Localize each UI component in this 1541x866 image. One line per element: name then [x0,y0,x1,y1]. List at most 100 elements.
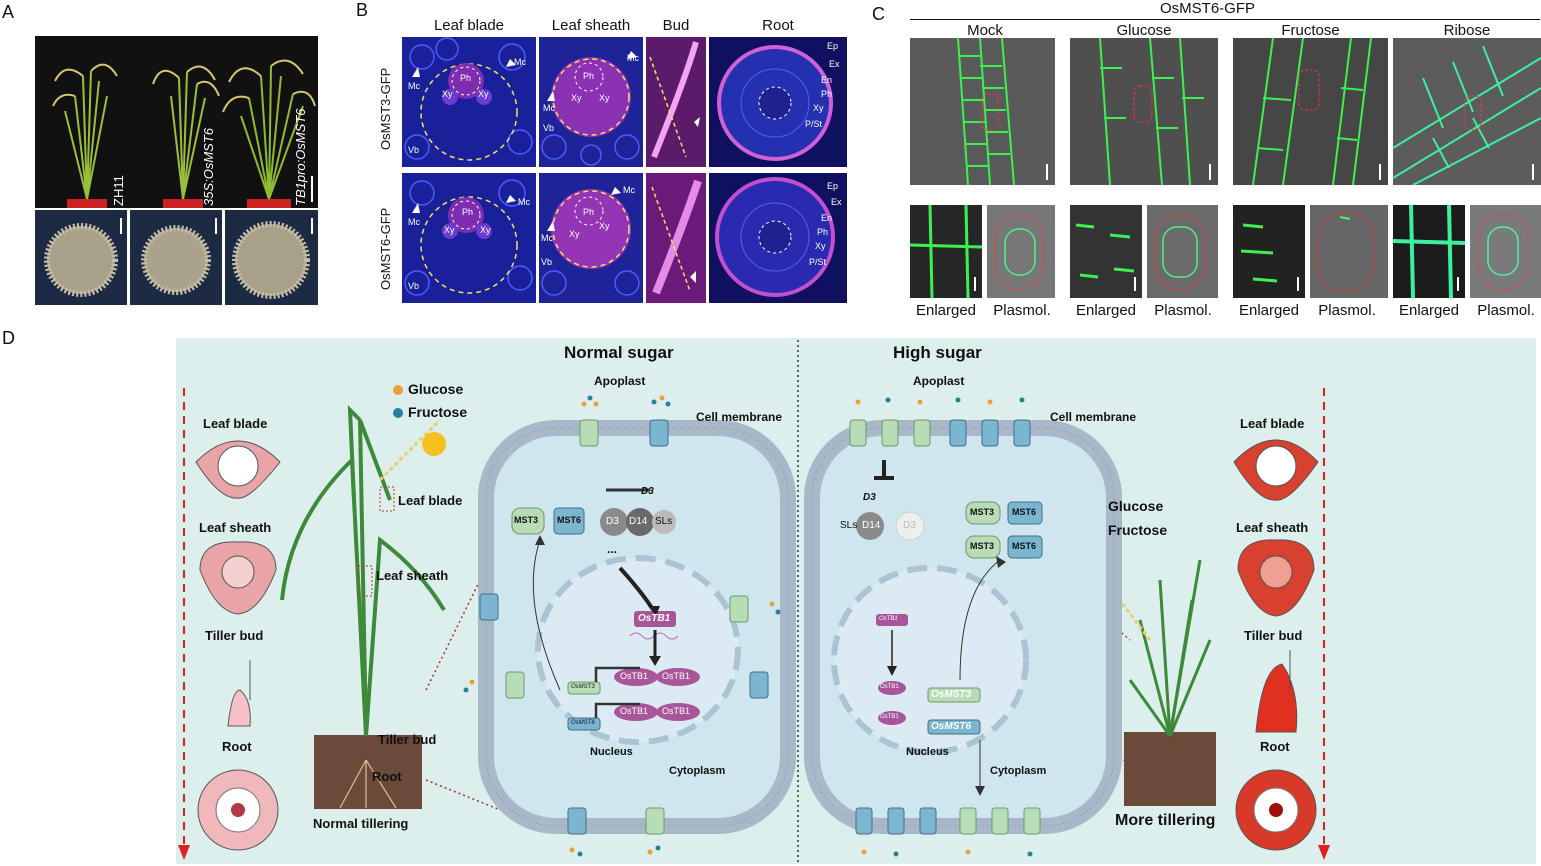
enlarged-glucose [1070,205,1142,298]
label-vb: Vb [408,145,420,155]
panel-b-label: B [356,0,369,20]
enlarged-mock [910,205,982,298]
label-xy: Xy [571,93,582,103]
label-mc: Mc [408,81,420,91]
gfp-image-glucose [1070,38,1218,185]
label-vb: Vb [541,257,553,267]
high-plant-illustration [1099,559,1216,806]
gfp-image-fructose [1233,38,1388,185]
sugar-molecules [463,395,1033,857]
normal-apoplast-label: Apoplast [594,374,646,388]
label-ph: Ph [583,207,595,217]
normal-d3-gene-label: D3 [641,486,654,497]
sublabel-plasmol: Plasmol. [1477,302,1535,319]
label-pst: P/St [809,257,827,267]
normal-d14-label: D14 [629,516,648,527]
normal-d3-protein-label: D3 [606,516,619,527]
high-osmst3-gene-label: OsMST3 [931,689,972,700]
high-sugar-cell [804,419,1122,835]
high-mst6-label: MST6 [1012,541,1037,551]
panel-d-label: D [2,328,15,348]
column-bud: Bud [662,17,690,34]
column-leaf-blade: Leaf blade [433,17,505,34]
label-xy: Xy [599,93,610,103]
sublabel-plasmol: Plasmol. [1318,302,1376,319]
right-leaf-sheath-label: Leaf sheath [1236,520,1309,535]
high-mst3-label: MST3 [970,541,995,551]
micrograph-osmst3-root: Ep Ex En Ph Xy P/St [709,37,847,167]
label-vb: Vb [543,123,555,133]
high-cell-membrane-label: Cell membrane [1050,410,1137,424]
column-leaf-sheath: Leaf sheath [551,17,631,34]
label-mc: Mc [623,185,635,195]
label-ex: Ex [831,197,842,207]
sublabel-enlarged: Enlarged [1398,302,1460,319]
panel-c-title-rule [910,19,1540,20]
normal-plant-illustration [280,404,446,809]
high-d14-label: D14 [862,520,881,531]
micrograph-osmst3-leaf-blade: Ph Xy Xy Mc Mc Vb [402,37,536,167]
normal-tiller-bud-icon [227,660,251,727]
panel-a-plant-photo: ZH11 35S:OsMST6 TB1pro:OsMST6 [35,36,318,208]
label-mc: Mc [627,53,639,63]
sublabel-enlarged: Enlarged [1238,302,1300,319]
column-root: Root [762,17,794,34]
left-tiller-bud-label: Tiller bud [205,628,264,643]
gfp-image-ribose [1393,38,1541,185]
micrograph-osmst3-bud [646,37,706,167]
legend-glucose-right: Glucose [1108,498,1164,514]
more-tillering-label: More tillering [1115,812,1216,829]
plasmol-mock [987,205,1055,298]
normal-ostb1-protein-label: OsTB1 [662,706,691,716]
sublabel-enlarged: Enlarged [915,302,977,319]
enlarged-ribose [1393,205,1465,298]
label-xy: Xy [815,241,826,251]
plant-root-label: Root [372,769,402,784]
label-ph: Ph [462,207,474,217]
condition-fructose: Fructose [1281,22,1340,39]
label-ph: Ph [821,89,833,99]
normal-sugar-title: Normal sugar [564,343,674,362]
high-mst3-label: MST3 [970,507,995,517]
seed-photo-tb1pro-osmst6 [225,210,318,305]
micrograph-osmst6-leaf-blade: Ph Xy Xy Mc Mc Vb [402,173,536,303]
condition-mock: Mock [967,22,1003,39]
right-leaf-blade-label: Leaf blade [1240,416,1305,431]
normal-ellipsis: ... [607,542,618,556]
high-ostb1-gene-label: OsTB1 [879,616,898,622]
seed-photo-zh11 [35,210,127,305]
normal-leaf-blade-icon [195,440,281,499]
right-root-label: Root [1260,739,1290,754]
label-xy: Xy [813,103,824,113]
high-d3-gene-label: D3 [863,492,876,503]
sublabel-plasmol: Plasmol. [993,302,1051,319]
label-xy: Xy [569,229,580,239]
micrograph-osmst6-leaf-sheath: Ph Xy Xy Mc Mc Vb [539,173,643,303]
label-xy: Xy [480,225,491,235]
high-leaf-sheath-icon [1237,539,1315,617]
label-xy: Xy [599,221,610,231]
label-mc: Mc [518,197,530,207]
normal-mst6-label: MST6 [557,515,582,525]
gfp-image-mock [910,38,1055,185]
normal-cytoplasm-label: Cytoplasm [669,765,726,777]
left-leaf-sheath-label: Leaf sheath [199,520,272,535]
label-ph: Ph [583,71,595,81]
glucose-legend-dot [393,385,403,395]
sublabel-plasmol: Plasmol. [1154,302,1212,319]
label-ep: Ep [827,181,839,191]
high-mst6-label: MST6 [1012,507,1037,517]
label-en: En [821,75,833,85]
high-leaf-blade-icon [1233,439,1319,501]
legend-fructose-right: Fructose [1108,522,1168,538]
normal-sls-label: SLs [655,516,673,527]
label-mc: Mc [408,217,420,227]
right-tiller-bud-label: Tiller bud [1244,628,1303,643]
label-mc: Mc [541,233,553,243]
high-cytoplasm-label: Cytoplasm [990,765,1047,777]
label-xy: Xy [442,89,453,99]
plasmol-glucose [1147,205,1218,298]
high-d3-protein-label: D3 [903,520,916,531]
condition-glucose: Glucose [1116,22,1172,39]
